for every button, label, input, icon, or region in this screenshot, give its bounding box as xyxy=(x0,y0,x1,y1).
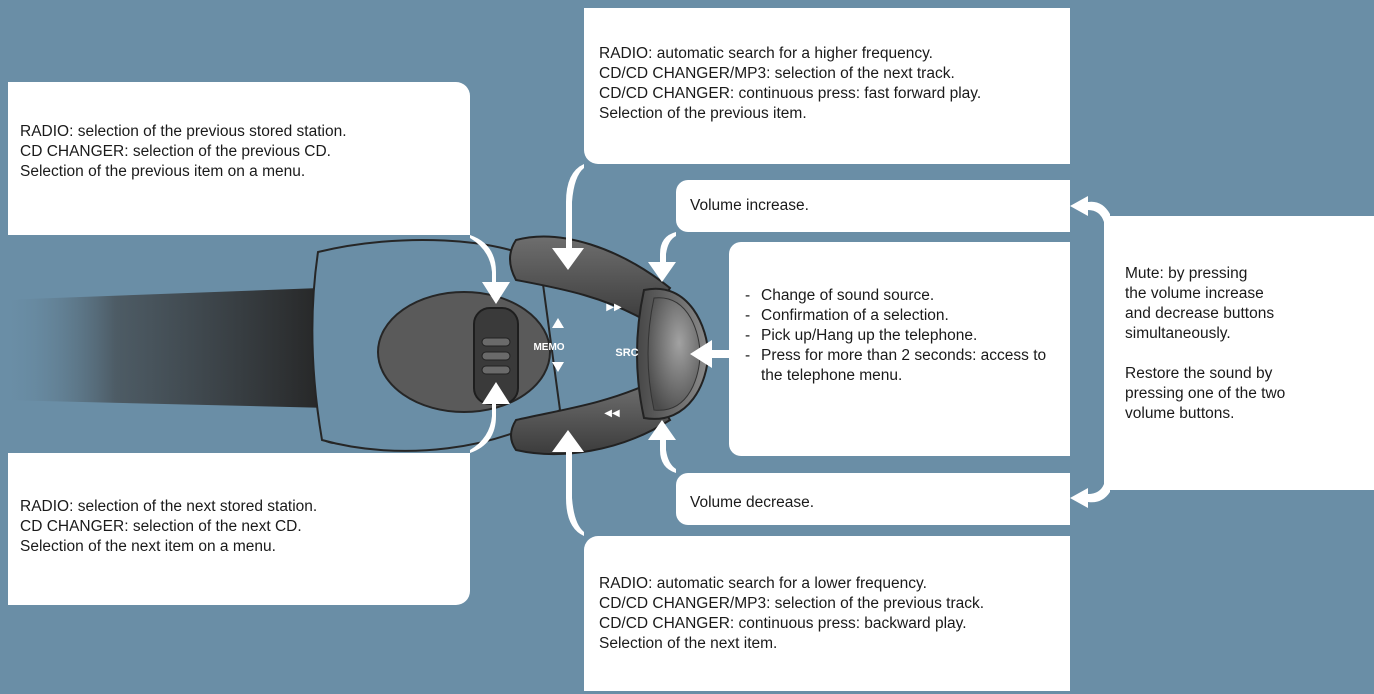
callout-volume-decrease: Volume decrease. xyxy=(676,473,1070,525)
callout-mute: Mute: by pressing the volume increase an… xyxy=(1110,216,1374,490)
callout-text: the volume increase xyxy=(1125,285,1264,302)
rewind-icon: ◀◀ xyxy=(604,408,620,419)
callout-text: RADIO: selection of the next stored stat… xyxy=(20,498,318,515)
callout-text: Selection of the next item. xyxy=(599,635,778,652)
callout-text: CD/CD CHANGER: continuous press: backwar… xyxy=(599,615,967,632)
src-button[interactable] xyxy=(647,297,701,411)
callout-text: pressing one of the two xyxy=(1125,385,1286,402)
callout-text: Mute: by pressing xyxy=(1125,265,1248,282)
callout-text: Volume increase. xyxy=(690,197,809,214)
rewind-button[interactable] xyxy=(510,382,672,455)
callout-text: and decrease buttons xyxy=(1125,305,1275,322)
src-label: SRC xyxy=(615,347,638,359)
arrow-up-icon xyxy=(552,430,584,536)
callout-text: RADIO: selection of the previous stored … xyxy=(20,123,347,140)
list-item: Press for more than 2 seconds: access to… xyxy=(731,346,1062,386)
list-item: Pick up/Hang up the telephone. xyxy=(731,326,1062,346)
callout-text: CD CHANGER: selection of the next CD. xyxy=(20,518,302,535)
callout-text: RADIO: automatic search for a lower freq… xyxy=(599,575,927,592)
forward-button[interactable] xyxy=(509,235,672,324)
arrow-up-icon xyxy=(470,382,510,453)
callout-text: CD/CD CHANGER/MP3: selection of the next… xyxy=(599,65,955,82)
callout-next-station: RADIO: selection of the next stored stat… xyxy=(8,453,470,605)
arrow-down-icon xyxy=(470,235,510,304)
callout-text: CD/CD CHANGER/MP3: selection of the prev… xyxy=(599,595,985,612)
arrow-up-icon xyxy=(648,420,676,473)
stalk-arm xyxy=(0,288,330,408)
callout-volume-increase: Volume increase. xyxy=(676,180,1070,232)
mute-bracket xyxy=(1070,196,1110,508)
list-item: Change of sound source. xyxy=(731,286,1062,306)
callout-prev-station: RADIO: selection of the previous stored … xyxy=(8,82,470,235)
callout-text: volume buttons. xyxy=(1125,405,1235,422)
callout-text: CD/CD CHANGER: continuous press: fast fo… xyxy=(599,85,982,102)
memo-up-arrow-icon xyxy=(552,318,564,328)
memo-label: MEMO xyxy=(533,342,564,353)
list-item: Confirmation of a selection. xyxy=(731,306,1062,326)
callout-text: Restore the sound by xyxy=(1125,365,1273,382)
callout-text: Volume decrease. xyxy=(690,494,815,511)
callout-higher-frequency: RADIO: automatic search for a higher fre… xyxy=(584,8,1070,164)
callout-lower-frequency: RADIO: automatic search for a lower freq… xyxy=(584,536,1070,691)
arrow-down-icon xyxy=(648,232,676,282)
arrow-left-icon xyxy=(690,340,729,368)
source-functions-list: Change of sound source. Confirmation of … xyxy=(731,286,1062,386)
callout-text: CD CHANGER: selection of the previous CD… xyxy=(20,143,331,160)
memo-down-arrow-icon xyxy=(552,362,564,372)
callout-text: Selection of the next item on a menu. xyxy=(20,538,276,555)
memo-oval xyxy=(377,291,551,413)
callout-text: Selection of the previous item on a menu… xyxy=(20,163,306,180)
callout-source-button: Change of sound source. Confirmation of … xyxy=(729,242,1070,456)
forward-icon: ▶▶ xyxy=(606,302,622,313)
callout-text: simultaneously. xyxy=(1125,325,1231,342)
callout-text: RADIO: automatic search for a higher fre… xyxy=(599,45,933,62)
pointer-arrows xyxy=(470,164,1110,536)
arrow-down-icon xyxy=(552,164,584,270)
callout-text: Selection of the previous item. xyxy=(599,105,807,122)
